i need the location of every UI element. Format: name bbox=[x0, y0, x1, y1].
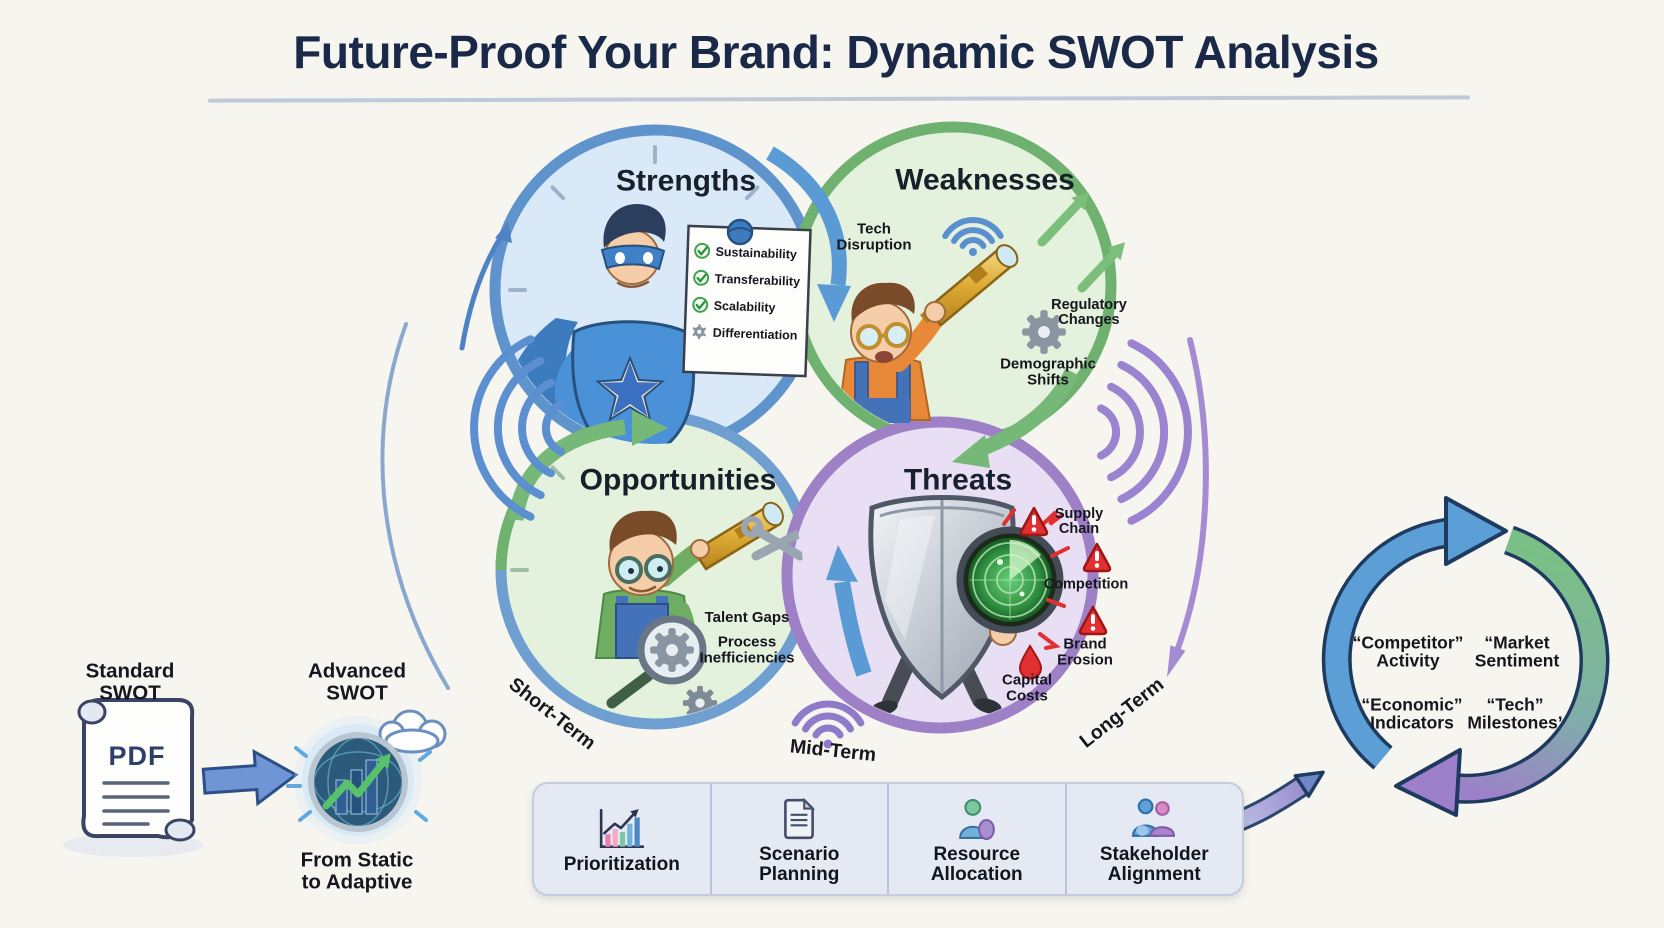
cycle-item-competitor-activity: “Competitor” Activity bbox=[1352, 632, 1464, 671]
checklist-text: Scalability bbox=[713, 298, 776, 315]
document-icon bbox=[784, 797, 816, 840]
process-step-label: Resource Allocation bbox=[930, 843, 1023, 885]
shield-radar-figure bbox=[868, 495, 1070, 716]
threats-label: Threats bbox=[903, 463, 1013, 497]
clock-ticks bbox=[508, 145, 760, 292]
weakness-item-regulatory-changes: Regulatory Changes bbox=[1051, 296, 1127, 328]
page-title: Future-Proof Your Brand: Dynamic SWOT An… bbox=[293, 26, 1379, 78]
process-step-label: Prioritization bbox=[563, 853, 680, 875]
threat-item-supply-chain: Supply Chain bbox=[1054, 505, 1104, 537]
cycle-top-arrowhead bbox=[1444, 496, 1508, 566]
left-outer-arc bbox=[380, 322, 450, 690]
up-arrow-top-left bbox=[459, 222, 512, 351]
check-circle-icon bbox=[692, 296, 709, 313]
opportunities-label: Opportunities bbox=[579, 463, 777, 497]
cycle-arrow-weaknesses-to-threats bbox=[952, 368, 1079, 468]
telescope-boy-weaknesses bbox=[836, 244, 1019, 423]
cycle-item-tech-milestones: “Tech” Milestones’ bbox=[1467, 694, 1563, 733]
threat-item-brand-erosion: Brand Erosion bbox=[1057, 635, 1113, 668]
bar-chart-icon bbox=[599, 808, 644, 848]
cycle-item-market-sentiment: “Market Sentiment bbox=[1474, 632, 1560, 671]
weaknesses-label: Weaknesses bbox=[895, 163, 1075, 197]
checklist-text: Transferability bbox=[714, 271, 801, 289]
cycle-item-economic-indicators: “Economic” Indicators bbox=[1361, 694, 1463, 733]
standard-swot-label: Standard SWOT bbox=[85, 659, 175, 704]
threat-item-capital-costs: Capital Costs bbox=[1001, 671, 1052, 704]
cloud-icon bbox=[378, 709, 447, 754]
cycle-arrow-opportunities-to-strengths bbox=[826, 545, 872, 677]
weakness-item-demographic-shifts: Demographic Shifts bbox=[1000, 355, 1096, 388]
opportunity-item-talent-gaps: Talent Gaps bbox=[704, 609, 790, 627]
people-icon bbox=[1132, 798, 1176, 837]
gear-icon bbox=[692, 324, 707, 340]
pdf-label: PDF bbox=[108, 740, 166, 771]
drop-icon bbox=[1018, 644, 1043, 680]
long-term-arrow bbox=[1167, 337, 1209, 677]
trend-up-arrows-icon bbox=[1037, 192, 1125, 293]
process-step-prioritization: Prioritization bbox=[534, 784, 710, 894]
goggles bbox=[856, 324, 882, 350]
process-step-label: Scenario Planning bbox=[759, 843, 840, 885]
monitoring-cycle-diagram bbox=[1321, 496, 1610, 817]
opportunity-item-process-inefficiencies: Process Inefficiencies bbox=[699, 633, 795, 666]
threat-item-competition: Competition bbox=[1043, 576, 1129, 593]
telescope-boy-opportunities bbox=[594, 501, 803, 718]
cycle-arrow-opportunities-top bbox=[508, 410, 668, 521]
process-step-scenario-planning: Scenario Planning bbox=[709, 784, 888, 894]
process-step-resource-allocation: Resource Allocation bbox=[887, 784, 1065, 894]
checklist-text: Differentiation bbox=[712, 325, 798, 343]
signal-waves-right-icon bbox=[1097, 339, 1192, 525]
advanced-swot-label: Advanced SWOT bbox=[308, 659, 406, 704]
cycle-arrow-strengths-to-weaknesses bbox=[766, 146, 851, 322]
process-bar: Prioritization Scenario Planning Resourc… bbox=[532, 782, 1244, 896]
weakness-item-tech-disruption: Tech Disruption bbox=[836, 220, 912, 253]
magnifier-gear-icon bbox=[606, 615, 707, 709]
strengths-label: Strengths bbox=[615, 164, 757, 198]
check-circle-icon bbox=[693, 269, 710, 286]
strengths-checklist-paper bbox=[682, 218, 812, 378]
alert-flashes bbox=[1002, 508, 1070, 650]
wifi-icon bbox=[942, 217, 1004, 256]
sparkles bbox=[286, 746, 432, 822]
checklist-item: Differentiation bbox=[690, 323, 807, 344]
checklist-item: Sustainability bbox=[693, 242, 810, 263]
transform-arrow bbox=[201, 748, 299, 807]
strengths-checklist: Sustainability Transferability Scalabili… bbox=[690, 242, 810, 354]
wifi-icon-midterm bbox=[791, 700, 865, 749]
clock-ticks bbox=[510, 465, 566, 572]
process-step-stakeholder-alignment: Stakeholder Alignment bbox=[1064, 784, 1243, 894]
process-step-label: Stakeholder Alignment bbox=[1099, 843, 1209, 885]
checklist-text: Sustainability bbox=[715, 244, 798, 262]
signal-waves-left-icon bbox=[470, 335, 565, 521]
pdf-scroll-icon bbox=[63, 698, 203, 857]
cycle-bottom-arrowhead bbox=[1394, 748, 1462, 817]
person-icon bbox=[958, 798, 995, 840]
from-static-to-adaptive-caption: From Static to Adaptive bbox=[300, 848, 414, 893]
advanced-swot-radar-icon bbox=[286, 709, 447, 844]
hero-hand bbox=[726, 218, 754, 246]
checklist-item: Scalability bbox=[691, 296, 808, 317]
check-circle-icon bbox=[694, 242, 711, 259]
radar-icon bbox=[956, 526, 1064, 634]
checklist-item: Transferability bbox=[692, 269, 809, 290]
